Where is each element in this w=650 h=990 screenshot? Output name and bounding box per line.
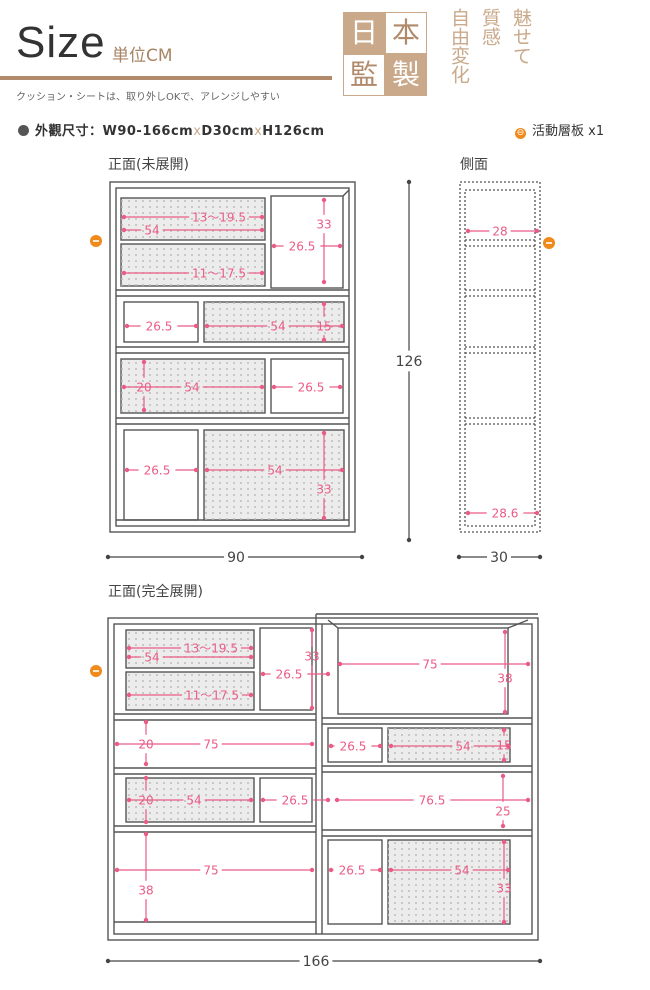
dim-cube-height: 38 — [138, 883, 153, 897]
dim-cube-height: 38 — [497, 671, 512, 685]
shelf-marker-icon: ⊖ — [515, 128, 526, 139]
dim-cube-width: 76.5 — [419, 793, 446, 807]
dim-open-width: 166 — [303, 954, 330, 970]
dim-cube-width: 26.5 — [289, 239, 316, 253]
tagline-col-2: 質感 — [479, 8, 501, 46]
dim-panel-width: 54 — [454, 863, 469, 877]
dim-panel-width: 54 — [186, 793, 201, 807]
side-dimension-lines: 28 28.6 — [465, 224, 540, 520]
tagline-col-1: 魅せて — [510, 8, 532, 65]
dim-drawer-width: 54 — [144, 223, 159, 237]
open-cube-3b — [259, 777, 313, 823]
dim-overall-width: 90 — [227, 550, 245, 566]
dim-panel-height: 33 — [316, 482, 331, 496]
dim-panel-width: 54 — [267, 463, 282, 477]
dim-drawer-width: 54 — [144, 650, 159, 664]
dim-drawer-depth: 11～17.5 — [185, 688, 239, 702]
dim-cube-width: 75 — [203, 737, 218, 751]
unit-label: 単位CM — [112, 46, 173, 66]
overall-measure-lines: 90 126 30 166 — [105, 179, 543, 970]
dim-cube-width: 26.5 — [340, 739, 367, 753]
dim-cube-width: 75 — [422, 657, 437, 671]
tagline-col-3: 自由変化 — [448, 8, 470, 84]
dim-panel-height: 33 — [496, 881, 511, 895]
closed-cube-3b — [270, 358, 344, 414]
side-view-title: 側面 — [460, 157, 488, 173]
badge-char-4: 製 — [385, 54, 427, 96]
adjustable-shelf-note: ⊖活動層板 x1 — [515, 124, 605, 139]
dim-cube-width: 26.5 — [146, 319, 173, 333]
closed-inner-frame — [115, 187, 350, 527]
front-open-drawing — [107, 613, 539, 941]
dim-cube-height: 33 — [304, 649, 319, 663]
dim-panel-height: 15 — [496, 738, 511, 752]
badge-char-2: 本 — [385, 12, 427, 54]
subtitle: クッション・シートは、取り外しOKで、アレンジしやすい — [16, 92, 280, 103]
dim-drawer-depth: 13～19.5 — [192, 210, 246, 224]
dim-cube-width: 75 — [203, 863, 218, 877]
dim-cube-width: 26.5 — [339, 863, 366, 877]
bullet-icon — [18, 125, 29, 136]
dim-drawer-depth: 11～17.5 — [192, 266, 246, 280]
open-cube-4c — [327, 839, 383, 925]
title-divider — [0, 76, 332, 80]
dim-panel-height: 15 — [316, 319, 331, 333]
dim-drawer-depth: 13～19.5 — [184, 641, 238, 655]
badge-char-3: 監 — [343, 54, 385, 96]
open-inner-frame — [113, 623, 533, 935]
open-cube-2c — [327, 727, 383, 763]
closed-cube-2a — [123, 301, 199, 343]
dim-cube-height: 33 — [316, 217, 331, 231]
dim-cube-width: 26.5 — [282, 793, 309, 807]
open-cube-1c — [337, 627, 509, 715]
dim-cube-height: 25 — [495, 804, 510, 818]
badge-char-1: 日 — [343, 12, 385, 54]
overall-dimensions: 外觀尺寸：W90-166cmxD30cmxH126cm — [18, 120, 325, 139]
dim-cube-width: 26.5 — [144, 463, 171, 477]
front-closed-drawing — [109, 181, 356, 533]
dim-overall-height: 126 — [396, 354, 423, 370]
side-outer-frame — [459, 181, 541, 533]
front-closed-title: 正面(未展開) — [108, 157, 189, 173]
closed-cube-4a — [123, 429, 199, 521]
dim-side-depth: 28 — [492, 224, 507, 238]
front-open-title: 正面(完全展開) — [108, 584, 203, 600]
dim-cube-width: 26.5 — [298, 380, 325, 394]
page-title: Size — [16, 18, 106, 67]
dim-panel-width: 54 — [184, 380, 199, 394]
closed-open-cube-1 — [270, 195, 344, 289]
open-outer-frame — [107, 617, 539, 941]
dim-side-depth: 28.6 — [492, 506, 519, 520]
closed-outer-frame — [109, 181, 356, 533]
dim-panel-width: 54 — [455, 739, 470, 753]
dim-overall-depth: 30 — [490, 550, 508, 566]
side-view-drawing — [459, 181, 541, 533]
shelf-markers — [90, 235, 555, 677]
dim-cube-width: 26.5 — [276, 667, 303, 681]
dim-panel-width: 54 — [270, 319, 285, 333]
